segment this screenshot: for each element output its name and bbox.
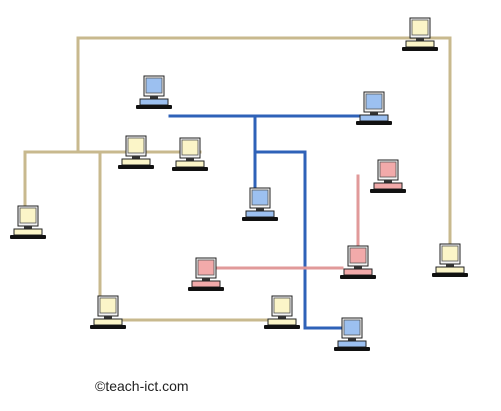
pink-computer-icon: [340, 245, 376, 279]
blue-cable-3: [253, 150, 342, 330]
tan-computer-icon: [10, 205, 46, 239]
tan-cable-1: [76, 36, 452, 250]
blue-computer-icon: [242, 187, 278, 221]
tan-computer-icon: [90, 295, 126, 329]
tan-computer-icon: [402, 17, 438, 51]
blue-computer-icon: [356, 91, 392, 125]
copyright-text: ©teach-ict.com: [95, 378, 189, 394]
tan-computer-icon: [118, 135, 154, 169]
pink-computer-icon: [188, 257, 224, 291]
tan-computer-icon: [172, 137, 208, 171]
pink-computer-icon: [370, 159, 406, 193]
blue-computer-icon: [136, 75, 172, 109]
network-computers: [10, 17, 468, 351]
network-links: [23, 36, 452, 330]
tan-computer-icon: [264, 295, 300, 329]
blue-computer-icon: [334, 317, 370, 351]
tan-computer-icon: [432, 243, 468, 277]
